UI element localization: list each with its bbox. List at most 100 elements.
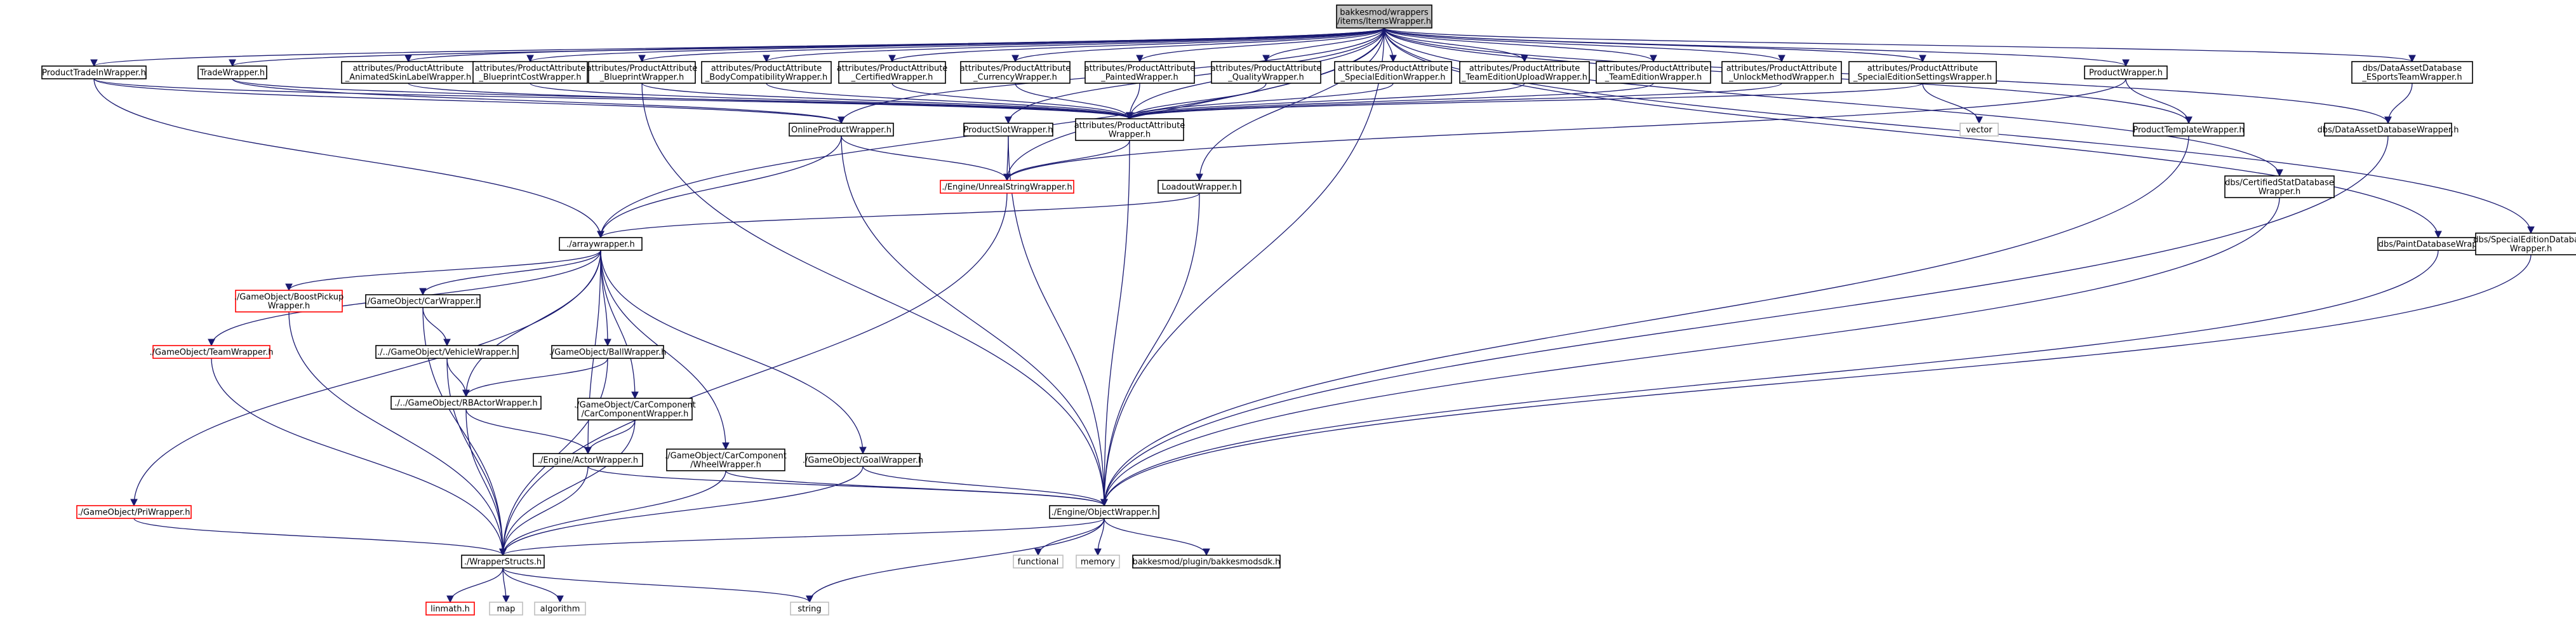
edge-root-to-usw [1003,27,1385,182]
node-goal[interactable]: ./GameObject/GoalWrapper.h [803,453,923,467]
edge-a13-to-paw [1126,83,1923,120]
edge-a4-to-paw [766,83,1133,120]
edge-ws-to-map [502,567,510,603]
edge-sedb-to-obj [1100,254,2532,507]
edge-arr-to-pri [130,250,601,507]
node-box-team [152,345,270,359]
node-label-arr-0: ./arraywrapper.h [566,240,635,250]
node-a13[interactable]: attributes/ProductAttribute_SpecialEditi… [1848,61,1997,84]
node-psw[interactable]: ProductSlotWrapper.h [963,123,1053,137]
node-rb[interactable]: ./../GameObject/RBActorWrapper.h [390,396,542,410]
node-box-a5 [838,61,946,84]
node-a4[interactable]: attributes/ProductAttribute_BodyCompatib… [701,61,832,84]
node-a11[interactable]: attributes/ProductAttribute_TeamEditionW… [1596,61,1711,84]
edge-usw-to-ws [499,192,1008,556]
edge-arr-to-ccw [600,250,639,400]
node-algorithm: algorithm [534,602,586,616]
edge-root-to-a13 [1384,27,1926,63]
node-sedb[interactable]: dbs/SpecialEditionDatabaseWrapper.h [2473,232,2576,255]
edge-arr-to-car [419,250,601,296]
node-a5[interactable]: attributes/ProductAttribute_CertifiedWra… [837,61,948,84]
node-dadw[interactable]: dbs/DataAssetDatabaseWrapper.h [2318,123,2459,137]
node-layer: bakkesmod/wrappers/items/ItemsWrapper.hP… [41,4,2576,616]
node-a12[interactable]: attributes/ProductAttribute_UnlockMethod… [1721,61,1842,84]
node-a10[interactable]: attributes/ProductAttribute_TeamEditionU… [1459,61,1590,84]
node-box-wheel [666,448,785,471]
node-a3[interactable]: attributes/ProductAttribute_BlueprintWra… [587,61,698,84]
node-a7[interactable]: attributes/ProductAttribute_PaintedWrapp… [1084,61,1196,84]
node-box-car [365,294,481,308]
node-label-a6-1: _CurrencyWrapper.h [973,73,1057,83]
node-label-a2-0: attributes/ProductAttribute [475,64,586,74]
node-box-linmath [425,602,475,616]
node-pri[interactable]: ./GameObject/PriWrapper.h [76,505,192,519]
node-label-memory-0: memory [1081,558,1116,567]
edge-root-to-a8 [1262,27,1385,63]
edge-root-to-esports [1384,27,2416,63]
edge-paint-to-obj [1100,250,2439,507]
node-ws[interactable]: ./WrapperStructs.h [461,555,545,569]
node-esports[interactable]: dbs/DataAssetDatabase_ESportsTeamWrapper… [2351,61,2473,84]
node-label-cert-0: dbs/CertifiedStatDatabase [2225,179,2334,188]
edge-a6-to-paw [1015,83,1133,120]
node-tw[interactable]: TradeWrapper.h [197,65,267,79]
node-root[interactable]: bakkesmod/wrappers/items/ItemsWrapper.h [1336,4,1432,29]
edge-rb-to-ws [465,408,507,556]
node-actor[interactable]: ./Engine/ActorWrapper.h [533,453,643,467]
node-a2[interactable]: attributes/ProductAttribute_BlueprintCos… [472,61,588,84]
node-vector: vector [1959,123,1999,137]
edge-low-to-arr [597,192,1200,239]
edge-a2-to-paw [530,83,1133,120]
node-ball[interactable]: ./GameObject/BallWrapper.h [549,345,667,359]
node-linmath[interactable]: linmath.h [425,602,475,616]
node-wheel[interactable]: ./GameObject/CarComponent/WheelWrapper.h [665,448,787,471]
edge-a1-to-paw [408,83,1133,120]
edge-pri-to-ws [133,518,507,556]
node-box-psw [963,123,1053,137]
edge-goal-to-obj [862,466,1108,507]
node-arr[interactable]: ./arraywrapper.h [559,237,643,251]
node-label-a1-0: attributes/ProductAttribute [353,64,464,74]
node-a8[interactable]: attributes/ProductAttribute_QualityWrapp… [1211,61,1322,84]
node-a1[interactable]: attributes/ProductAttribute_AnimatedSkin… [341,61,476,84]
node-box-dadw [2324,123,2452,137]
node-box-a13 [1848,61,1997,84]
node-label-a5-0: attributes/ProductAttribute [837,64,948,74]
edge-a12-to-paw [1126,83,1782,120]
node-a9[interactable]: attributes/ProductAttribute_SpecialEditi… [1334,61,1452,84]
node-ccw[interactable]: ./GameObject/CarComponent/CarComponentWr… [574,398,696,421]
node-box-esports [2351,61,2473,84]
node-car[interactable]: ./GameObject/CarWrapper.h [365,294,481,308]
node-label-ccw-0: ./GameObject/CarComponent [574,401,696,410]
node-ptiw[interactable]: ProductTradeInWrapper.h [41,65,147,79]
node-obj[interactable]: ./Engine/ObjectWrapper.h [1049,505,1159,519]
node-label-goal-0: ./GameObject/GoalWrapper.h [803,456,923,466]
node-label-a9-0: attributes/ProductAttribute [1338,64,1449,74]
node-label-esports-0: dbs/DataAssetDatabase [2363,64,2462,74]
edge-esports-to-dadw [2384,83,2413,125]
node-label-usw-0: ./Engine/UnrealStringWrapper.h [942,183,1072,192]
node-label-a10-1: _TeamEditionUploadWrapper.h [1461,73,1587,83]
node-sdk[interactable]: bakkesmod/plugin/bakkesmodsdk.h [1132,555,1281,569]
node-label-a11-0: attributes/ProductAttribute [1598,64,1709,74]
node-label-a1-1: _AnimatedSkinLabelWrapper.h [345,73,472,83]
edge-pw-to-ptw [2125,78,2192,125]
node-label-a13-1: _SpecialEditionSettingsWrapper.h [1853,73,1992,83]
node-label-psw-0: ProductSlotWrapper.h [964,126,1053,135]
node-ptw[interactable]: ProductTemplateWrapper.h [2133,123,2245,137]
node-box-a2 [472,61,588,84]
node-pw[interactable]: ProductWrapper.h [2084,65,2168,79]
node-a6[interactable]: attributes/ProductAttribute_CurrencyWrap… [960,61,1071,84]
node-label-wheel-1: /WheelWrapper.h [690,461,761,470]
node-low[interactable]: LoadoutWrapper.h [1158,180,1241,194]
edge-ptiw-to-opw [93,78,845,125]
node-paint[interactable]: dbs/PaintDatabaseWrapper.h [2377,237,2499,251]
node-veh[interactable]: ./../GameObject/VehicleWrapper.h [375,345,519,359]
node-team[interactable]: ./GameObject/TeamWrapper.h [150,345,274,359]
node-usw[interactable]: ./Engine/UnrealStringWrapper.h [940,180,1074,194]
node-opw[interactable]: OnlineProductWrapper.h [789,123,894,137]
